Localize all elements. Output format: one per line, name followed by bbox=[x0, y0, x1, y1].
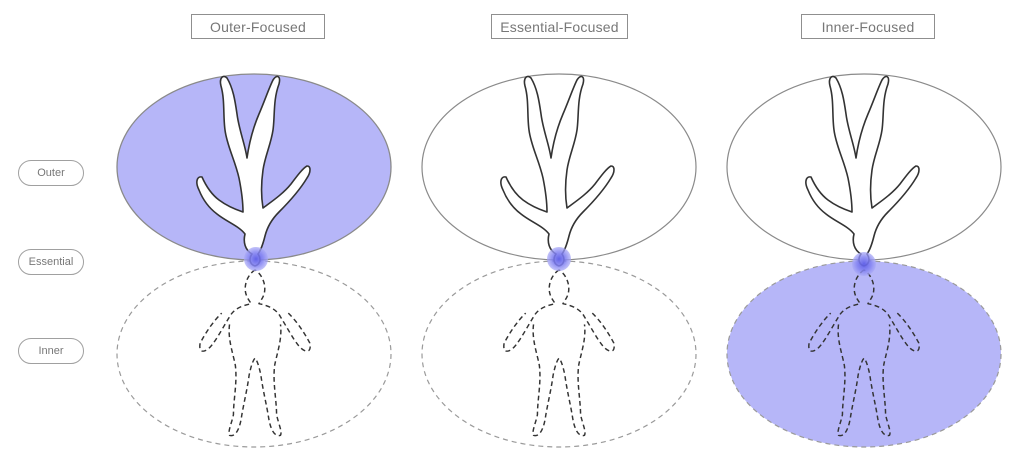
essential-dot bbox=[852, 252, 876, 276]
essential-dot bbox=[244, 247, 268, 271]
column-outer-focused bbox=[116, 73, 392, 448]
column-title-inner-focused: Inner-Focused bbox=[801, 14, 935, 39]
row-label-outer: Outer bbox=[18, 160, 84, 186]
person-figure bbox=[503, 269, 615, 437]
inner-ellipse bbox=[116, 260, 392, 448]
essential-dot bbox=[547, 247, 571, 271]
inner-ellipse bbox=[421, 260, 697, 448]
column-title-essential-focused: Essential-Focused bbox=[491, 14, 628, 39]
column-title-outer-focused: Outer-Focused bbox=[191, 14, 325, 39]
row-label-inner: Inner bbox=[18, 338, 84, 364]
inner-ellipse bbox=[726, 260, 1002, 448]
person-figure bbox=[199, 269, 311, 437]
column-inner-focused bbox=[726, 73, 1002, 448]
tree-figure bbox=[500, 75, 615, 267]
row-label-essential: Essential bbox=[18, 249, 84, 275]
tree-figure bbox=[805, 75, 920, 267]
column-essential-focused bbox=[421, 73, 697, 448]
